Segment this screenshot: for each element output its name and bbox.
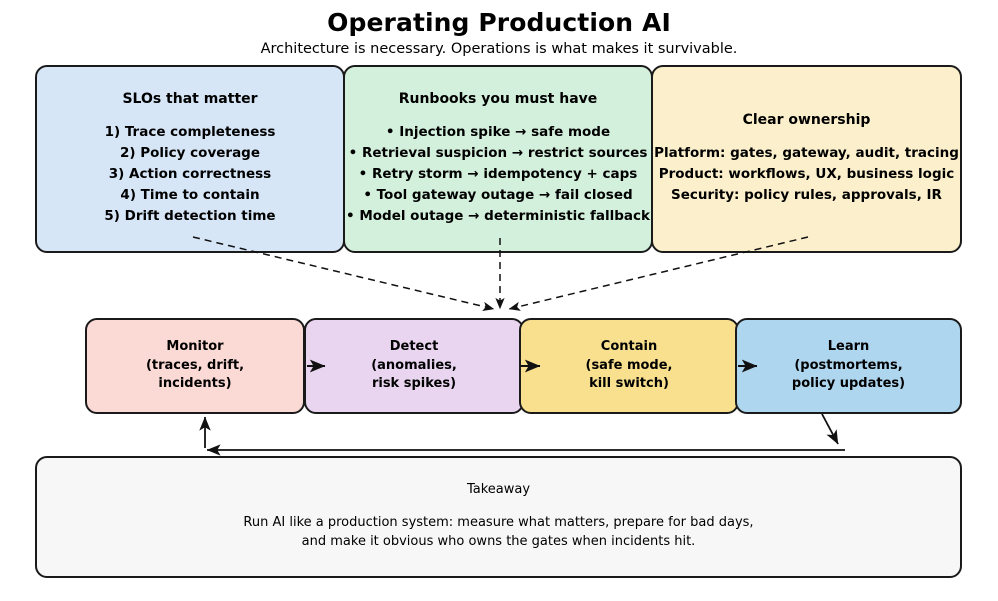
takeaway-label: Takeaway — [466, 482, 531, 498]
card-ownership-title: Clear ownership — [742, 111, 871, 128]
card-runbooks-title: Runbooks you must have — [398, 90, 598, 107]
page-title: Operating Production AI — [327, 8, 671, 37]
takeaway-box[interactable]: Takeaway Run AI like a production system… — [35, 456, 962, 578]
page-subtitle: Architecture is necessary. Operations is… — [260, 41, 738, 57]
card-slos-body: 1) Trace completeness 2) Policy coverage… — [104, 124, 276, 225]
card-ownership-body: Platform: gates, gateway, audit, tracing… — [654, 145, 959, 204]
takeaway-text: Run AI like a production system: measure… — [243, 515, 754, 549]
card-ownership[interactable]: Clear ownership Platform: gates, gateway… — [651, 65, 962, 253]
card-runbooks-body: • Injection spike → safe mode • Retrieva… — [346, 124, 650, 225]
arrow-learn-feedback-down — [821, 413, 839, 445]
card-slos-title: SLOs that matter — [122, 90, 258, 107]
card-slos[interactable]: SLOs that matter 1) Trace completeness 2… — [35, 65, 345, 253]
stage-contain[interactable]: Contain (safe mode, kill switch) — [519, 318, 739, 414]
stage-learn[interactable]: Learn (postmortems, policy updates) — [735, 318, 962, 414]
card-runbooks[interactable]: Runbooks you must have • Injection spike… — [343, 65, 653, 253]
stage-detect[interactable]: Detect (anomalies, risk spikes) — [304, 318, 524, 414]
stage-monitor[interactable]: Monitor (traces, drift, incidents) — [85, 318, 305, 414]
